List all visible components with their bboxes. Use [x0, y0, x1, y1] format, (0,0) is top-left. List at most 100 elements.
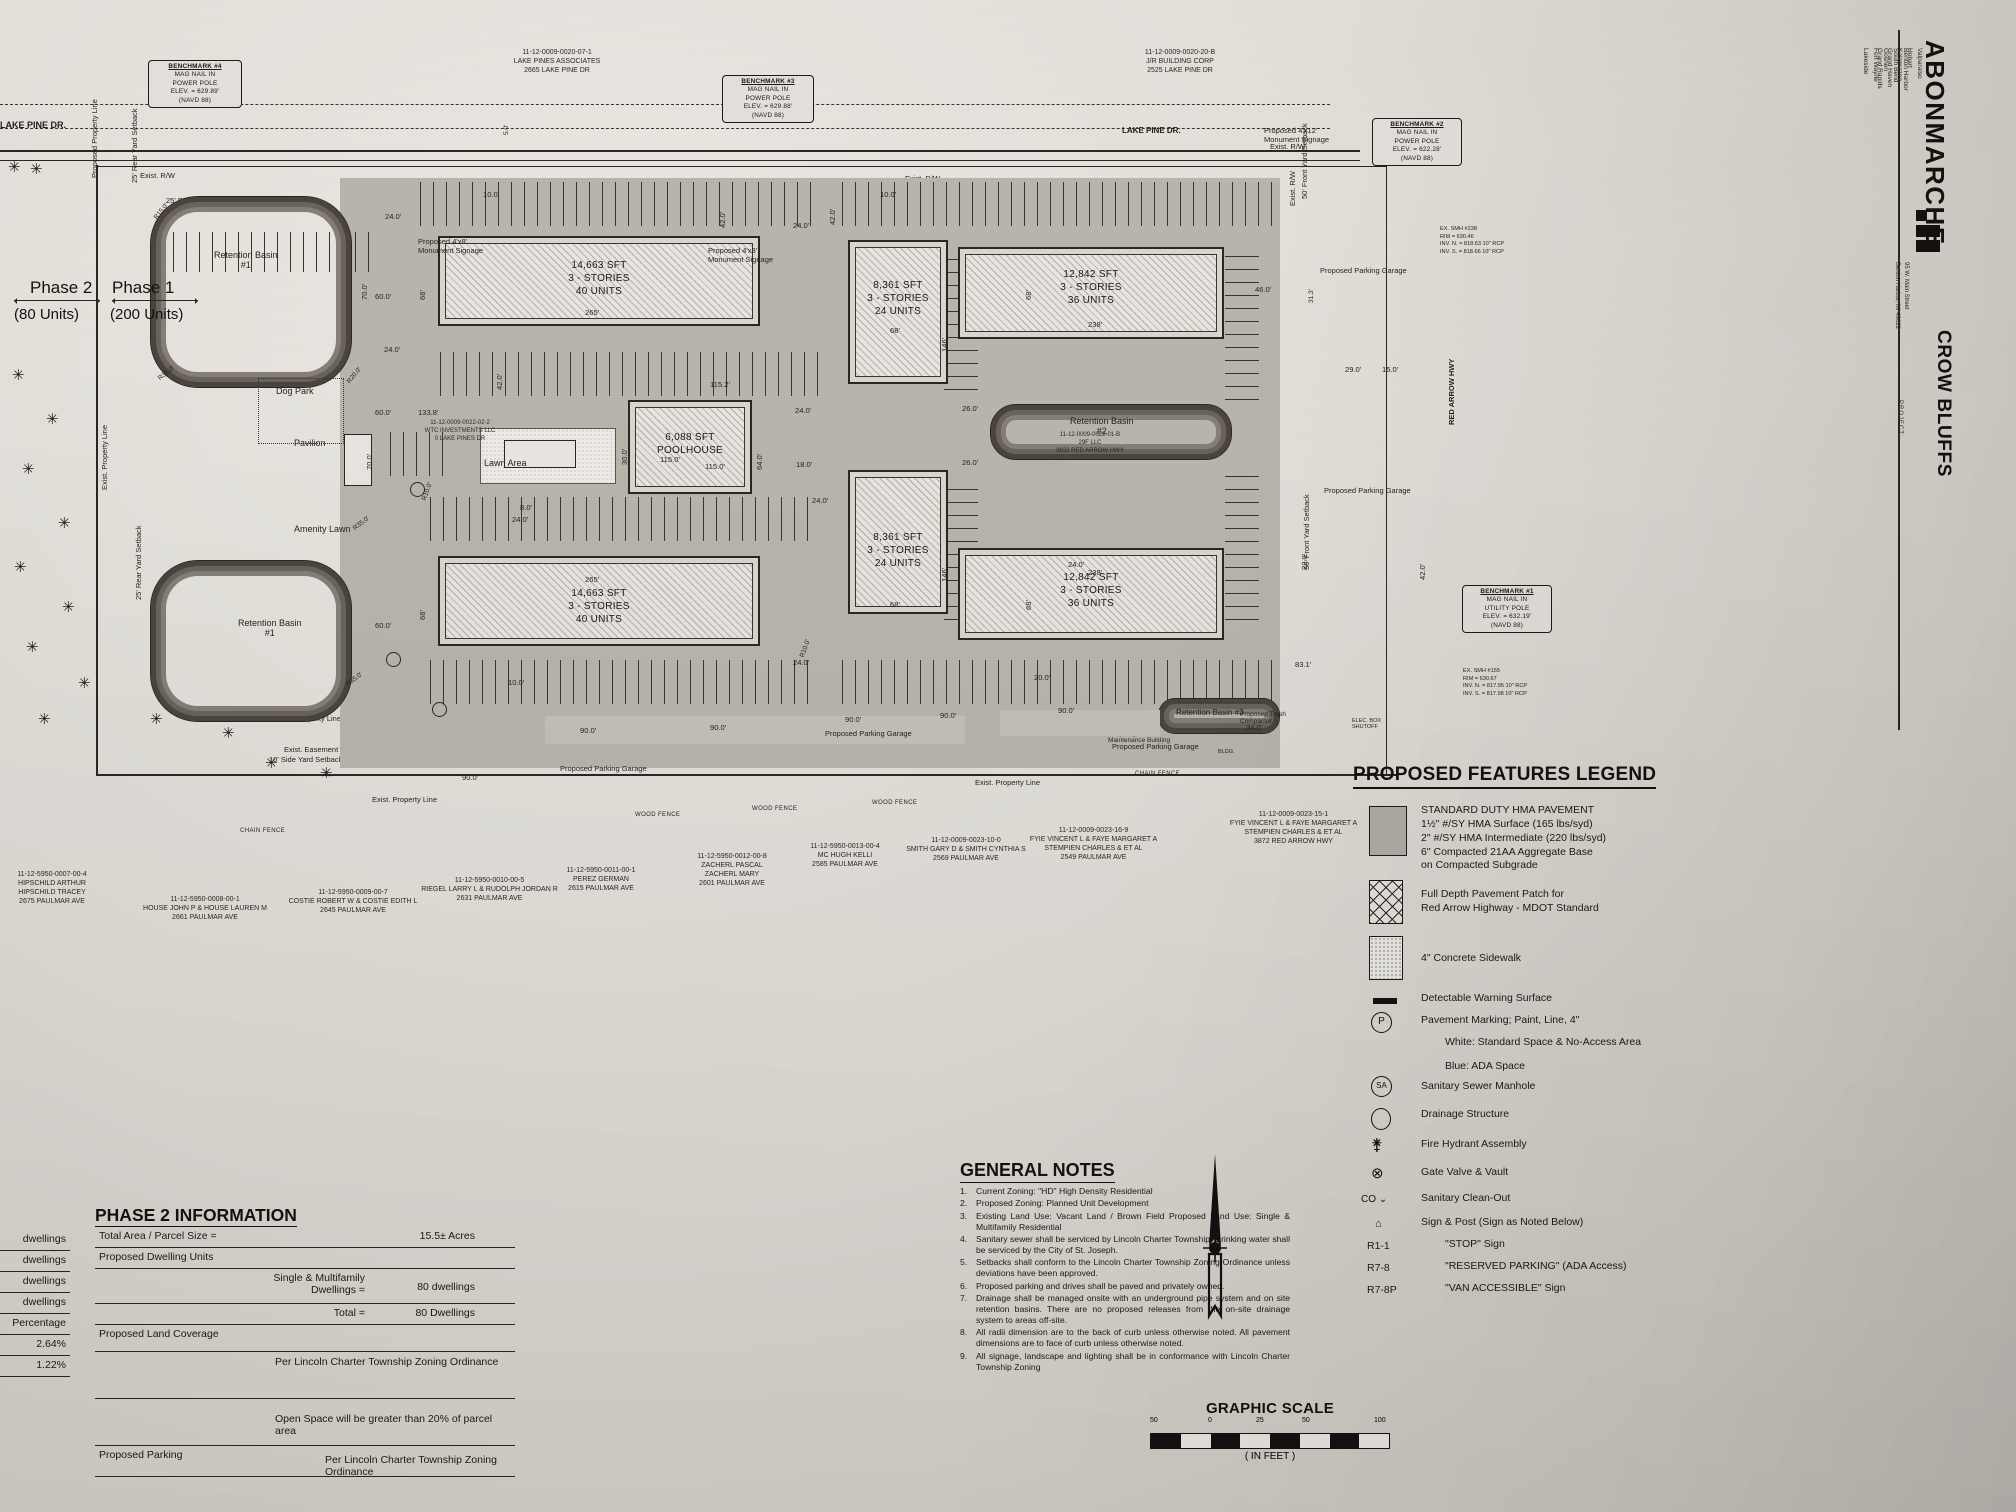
dim-46: 46.0' [1255, 285, 1272, 294]
row-mid: Single & Multifamily Dwellings = [273, 1272, 365, 1296]
note-text: All radii dimension are to the back of c… [976, 1327, 1290, 1349]
project-word-label: PROJECT: [1897, 400, 1903, 438]
benchmark-2-id: BENCHMARK #2 [1390, 121, 1444, 128]
title-strip-divider [1898, 30, 1900, 730]
parking-stalls-c2 [430, 497, 820, 541]
building-1: 14,663 SFT 3 - STORIES 40 UNITS [438, 236, 760, 326]
phase2-table-title: PHASE 2 INFORMATION [95, 1205, 297, 1227]
parking-stalls-s1 [430, 660, 820, 704]
benchmark-2-callout: BENCHMARK #2 MAG NAIL IN POWER POLE ELEV… [1372, 118, 1462, 167]
dim-90-a: 90.0' [580, 726, 597, 735]
label-amenity-lawn: Amenity Lawn [294, 524, 351, 534]
label-proposed-property-line: Proposed Property Line [90, 99, 99, 178]
tree-icon-2: ✳ [30, 161, 43, 178]
phase-1-arrow [112, 297, 198, 304]
parking-stalls-w2 [390, 432, 450, 476]
firm-offices-col2: Benton Harbor South Bend Goshen Fort Way… [1862, 48, 1909, 91]
parking-garage-row-south-2 [1000, 710, 1160, 736]
row-mid: Total = [333, 1307, 365, 1319]
dim-200: 20.0' [1034, 673, 1051, 682]
legend-label-hma: STANDARD DUTY HMA PAVEMENT 1½" #/SY HMA … [1421, 804, 1607, 872]
tree-icon-12: ✳ [150, 711, 163, 728]
graphic-scale-title: GRAPHIC SCALE [1205, 1400, 1335, 1417]
row-value: dwellings [22, 1254, 66, 1266]
note-row: 4.Sanitary sewer shall be serviced by Li… [960, 1234, 1290, 1256]
dim-26-a: 26.0' [962, 404, 979, 413]
dim-1152: 115.2' [710, 380, 730, 389]
row-value: 15.5± Acres [419, 1230, 475, 1242]
label-retention-basin-2: Retention Basin #2 [1070, 416, 1134, 436]
parking-marker-icon-3 [432, 702, 447, 717]
setback-rear-yard-1: 25' Rear Yard Setback [130, 108, 139, 183]
pavement-patch-swatch [1369, 880, 1403, 924]
table-row: dwellings [0, 1272, 70, 1293]
benchmark-4-l3: ELEV. = 629.89' [170, 88, 220, 96]
dim-24-b: 24.0' [384, 345, 401, 354]
label-exist-rw-1: Exist. R/W [140, 171, 175, 180]
note-number: 8. [960, 1327, 968, 1338]
row-mid: Per Lincoln Charter Township Zoning Ordi… [325, 1454, 497, 1478]
tree-icon-1: ✳ [8, 159, 21, 176]
dim-10-a: 10.0' [483, 190, 500, 199]
north-arrow-icon [1203, 1154, 1227, 1320]
benchmark-3-callout: BENCHMARK #3 MAG NAIL IN POWER POLE ELEV… [722, 75, 814, 124]
sanitary-manhole-icon: SA [1371, 1076, 1392, 1097]
note-text: Setbacks shall conform to the Lincoln Ch… [976, 1257, 1290, 1279]
benchmark-1-l1: MAG NAIL IN [1486, 596, 1528, 604]
setback-rear-yard-2: 25' Rear Yard Setback [134, 525, 143, 600]
building-1-length: 265' [585, 308, 600, 317]
benchmark-3-id: BENCHMARK #3 [741, 78, 795, 85]
phase-1-label: Phase 1 [112, 278, 175, 297]
drainage-structure-icon [1371, 1108, 1391, 1130]
scale-tick-4: 100 [1374, 1417, 1386, 1424]
label-monument-sign-2: Proposed 4'x8' Monument Signage [708, 246, 774, 264]
building-6-length: 238' [1088, 568, 1103, 577]
pavilion-structure [344, 434, 372, 486]
label-lawn-area: Lawn Area [484, 458, 527, 468]
exist-property-line-south [96, 774, 1396, 776]
note-text: Existing Land Use: Vacant Land / Brown F… [976, 1210, 1290, 1232]
general-notes-title: GENERAL NOTES [960, 1160, 1115, 1183]
building-1-width: 68' [418, 290, 427, 300]
retention-basin-2 [990, 404, 1232, 460]
label-trash-compactor: Proposed Trash Compactor [1240, 711, 1286, 725]
proposed-property-line-west [96, 165, 98, 775]
label-exist-rw-3: Exist. R/W [1270, 142, 1305, 151]
table-row: Total =80 Dwellings [95, 1304, 515, 1325]
table-row: Total Area / Parcel Size =15.5± Acres [95, 1227, 515, 1248]
dim-24-e: 24.0' [795, 406, 812, 415]
dim-24-c: 24.0' [512, 515, 529, 524]
tree-icon-15: ✳ [320, 765, 333, 782]
building-2-length: 265' [585, 575, 600, 584]
firm-address: 95 W. Main Street Benton Harbor, MI 4902… [1894, 262, 1909, 330]
legend-label-blue-ada: Blue: ADA Space [1445, 1060, 1525, 1072]
row-mid: Per Lincoln Charter Township Zoning Ordi… [275, 1356, 499, 1368]
scale-tick-3: 50 [1302, 1417, 1310, 1424]
label-parking-garage-3: Proposed Parking Garage [1112, 742, 1199, 751]
parcel-label-13: 11-12-0009-0023-16-9 FYIE VINCENT L & FA… [1029, 827, 1158, 862]
dim-29: 29.0' [1345, 365, 1362, 374]
note-row: 5.Setbacks shall conform to the Lincoln … [960, 1257, 1290, 1279]
benchmark-1-id: BENCHMARK #1 [1480, 588, 1534, 595]
sign-post-icon: ⌂ [1375, 1218, 1382, 1230]
concrete-sidewalk-swatch [1369, 936, 1403, 980]
legend-label-van-accessible: "VAN ACCESSIBLE" Sign [1445, 1282, 1566, 1294]
label-exist-property-line-s3: Exist. Property Line [975, 778, 1041, 787]
parcel-label-9: 11-12-5950-0011-00-1 PEREZ GERMAN 2615 P… [566, 867, 636, 893]
dim-90-f: 90.0' [462, 773, 479, 782]
tree-icon-8: ✳ [62, 599, 75, 616]
table-row: 1.22% [0, 1356, 70, 1377]
retention-basin-1-north [150, 196, 352, 388]
benchmark-3-l4: (NAVD 88) [751, 111, 785, 119]
row-value: dwellings [22, 1296, 66, 1308]
legend-label-detectable: Detectable Warning Surface [1421, 992, 1552, 1004]
label-chain-fence-1: CHAIN FENCE [240, 828, 286, 834]
setback-side-yard-1: 10' Side Yard Setback [269, 755, 343, 764]
utility-note-smh-238: EX. SMH #238 RIM = 630.46 INV. N. = 818.… [1440, 226, 1505, 255]
note-text: Sanitary sewer shall be serviced by Linc… [976, 1234, 1290, 1256]
label-chain-fence-2: CHAIN FENCE [1135, 771, 1181, 777]
legend-label-reserved-parking: "RESERVED PARKING" (ADA Access) [1445, 1260, 1627, 1272]
legend-label-manhole: Sanitary Sewer Manhole [1421, 1080, 1536, 1092]
benchmark-1-l3: ELEV. = 632.19' [1482, 613, 1532, 621]
parking-marker-icon-1 [410, 482, 425, 497]
